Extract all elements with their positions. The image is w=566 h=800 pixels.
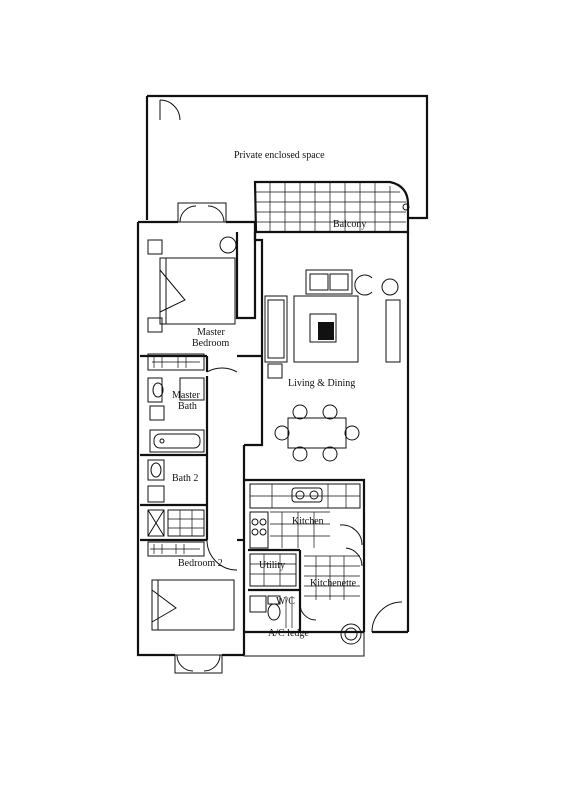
label-kitchen: Kitchen: [292, 516, 324, 527]
label-master-bedroom-2: Bedroom: [192, 338, 229, 349]
dining-table: [274, 404, 360, 462]
bedroom2-bed: [151, 579, 235, 631]
kitchenette-fixtures: [304, 555, 360, 600]
label-bath2: Bath 2: [172, 473, 198, 484]
private-enclosed-space: [145, 94, 429, 220]
label-private-space: Private enclosed space: [234, 150, 325, 161]
bath2-fixtures: [147, 459, 205, 537]
label-master-bedroom-1: Master: [197, 327, 225, 338]
bedroom2-wardrobe: [147, 541, 205, 557]
label-living-dining: Living & Dining: [288, 378, 355, 389]
wc-fixtures: [249, 595, 293, 628]
master-bed: [147, 239, 236, 333]
master-wardrobe: [147, 353, 205, 371]
lamp: [219, 236, 237, 254]
balcony: [253, 180, 410, 234]
label-bedroom2: Bedroom 2: [178, 558, 223, 569]
label-master-bath-1: Master: [172, 390, 200, 401]
label-balcony: Balcony: [333, 219, 366, 230]
master-bath-fixtures: [147, 377, 205, 453]
utility-fixtures: [249, 553, 297, 587]
label-utility: Utility: [259, 560, 285, 571]
bottom-door: [174, 654, 223, 674]
interior-walls: [140, 222, 403, 633]
ac-ledge: [243, 623, 365, 657]
label-kitchenette: Kitchenette: [310, 578, 357, 589]
label-ac-ledge: A/C ledge: [268, 628, 309, 639]
top-door: [177, 202, 227, 223]
kitchen-fixtures: [249, 483, 361, 549]
label-master-bath-2: Bath: [178, 401, 197, 412]
label-wc: W/C: [276, 596, 295, 607]
sofa-set: [264, 269, 401, 379]
